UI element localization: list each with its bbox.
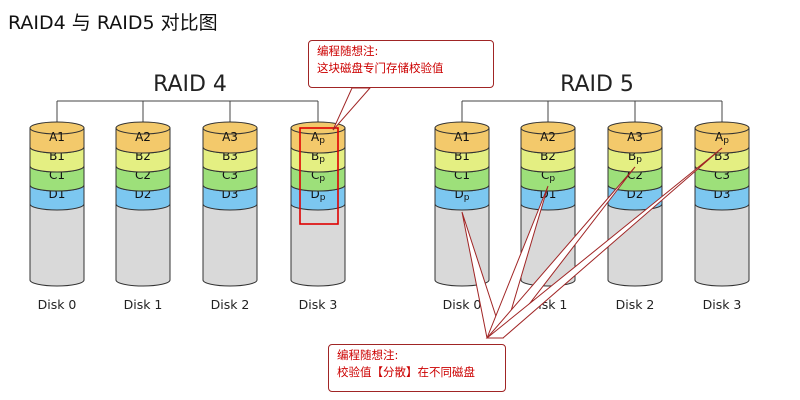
annotation-text: 校验值【分散】在不同磁盘	[337, 365, 475, 379]
stripe-block	[29, 184, 85, 211]
block-label: C1	[49, 168, 65, 182]
parity-disk-highlight	[299, 127, 339, 225]
block-label: Ap	[715, 130, 729, 146]
stripe-block	[520, 146, 576, 173]
block-label: Cp	[311, 168, 325, 184]
stripe-block	[290, 146, 346, 173]
block-label: D2	[135, 187, 152, 201]
disk-body	[607, 203, 663, 287]
stripe-block	[115, 184, 171, 211]
block-label: Ap	[311, 130, 325, 146]
annotation-callout-parity-disk: 编程随想注: 这块磁盘专门存储校验值	[308, 40, 494, 88]
stripe-block	[29, 146, 85, 173]
block-label: B1	[49, 149, 65, 163]
block-label: C2	[627, 168, 643, 182]
block-label: A2	[135, 130, 151, 144]
callout-pointer	[485, 147, 723, 339]
stripe-block	[607, 127, 663, 154]
block-label: C3	[222, 168, 238, 182]
block-label: B1	[454, 149, 470, 163]
block-label: A1	[49, 130, 65, 144]
block-label: Bp	[628, 149, 642, 165]
stripe-block	[520, 127, 576, 154]
stripe-block	[607, 184, 663, 211]
stripe-block	[290, 127, 346, 154]
block-label: B3	[222, 149, 238, 163]
block-label: A1	[454, 130, 470, 144]
stripe-block	[520, 165, 576, 192]
disk-name: Disk 0	[443, 297, 482, 312]
disk-body	[202, 203, 258, 287]
raid-level-label: RAID 4	[153, 72, 227, 97]
block-label: Bp	[311, 149, 325, 165]
stripe-block	[115, 165, 171, 192]
block-label: D3	[714, 187, 731, 201]
stripe-block	[434, 127, 490, 154]
disk-body	[29, 203, 85, 287]
disk-name: Disk 1	[124, 297, 163, 312]
disk-name: Disk 2	[211, 297, 250, 312]
block-label: Cp	[541, 168, 555, 184]
stripe-block-top	[520, 121, 576, 135]
stripe-block	[202, 146, 258, 173]
disk-name: Disk 3	[299, 297, 338, 312]
block-label: D1	[540, 187, 557, 201]
stripe-block	[202, 165, 258, 192]
stripe-block	[290, 165, 346, 192]
block-label: A3	[627, 130, 643, 144]
block-label: C1	[454, 168, 470, 182]
block-label: D1	[49, 187, 66, 201]
stripe-block	[115, 127, 171, 154]
stripe-block	[607, 146, 663, 173]
block-label: D3	[222, 187, 239, 201]
annotation-heading: 编程随想注:	[317, 44, 379, 58]
stripe-block	[202, 184, 258, 211]
stripe-block	[694, 127, 750, 154]
stripe-block-top	[202, 121, 258, 135]
block-label: B2	[135, 149, 151, 163]
disk-name: Disk 2	[616, 297, 655, 312]
stripe-block	[29, 165, 85, 192]
callout-pointer	[332, 87, 372, 131]
stripe-block	[29, 127, 85, 154]
stripe-block	[202, 127, 258, 154]
disk-body	[694, 203, 750, 287]
disk-name: Disk 3	[703, 297, 742, 312]
annotation-heading: 编程随想注:	[337, 348, 399, 362]
stripe-block	[434, 146, 490, 173]
stripe-block	[115, 146, 171, 173]
block-label: A2	[540, 130, 556, 144]
page-title: RAID4 与 RAID5 对比图	[8, 12, 218, 34]
block-label: B2	[540, 149, 556, 163]
stripe-block	[290, 184, 346, 211]
stripe-block	[434, 165, 490, 192]
stripe-block	[694, 184, 750, 211]
block-label: C2	[135, 168, 151, 182]
stripe-block-top	[434, 121, 490, 135]
annotation-callout-distributed-parity: 编程随想注: 校验值【分散】在不同磁盘	[328, 344, 506, 392]
disk-name: Disk 0	[38, 297, 77, 312]
stripe-block	[694, 165, 750, 192]
disk-body	[115, 203, 171, 287]
block-label: Dp	[311, 187, 326, 203]
block-label: A3	[222, 130, 238, 144]
stripe-block	[520, 184, 576, 211]
stripe-block-top	[115, 121, 171, 135]
block-label: C3	[714, 168, 730, 182]
raid-level-label: RAID 5	[560, 72, 634, 97]
disk-body	[290, 203, 346, 287]
block-label: B3	[714, 149, 730, 163]
block-label: D2	[627, 187, 644, 201]
stripe-block	[434, 184, 490, 211]
block-label: Dp	[455, 187, 470, 203]
annotation-text: 这块磁盘专门存储校验值	[317, 61, 444, 75]
stripe-block-top	[29, 121, 85, 135]
stripe-block-top	[607, 121, 663, 135]
stripe-block-top	[694, 121, 750, 135]
